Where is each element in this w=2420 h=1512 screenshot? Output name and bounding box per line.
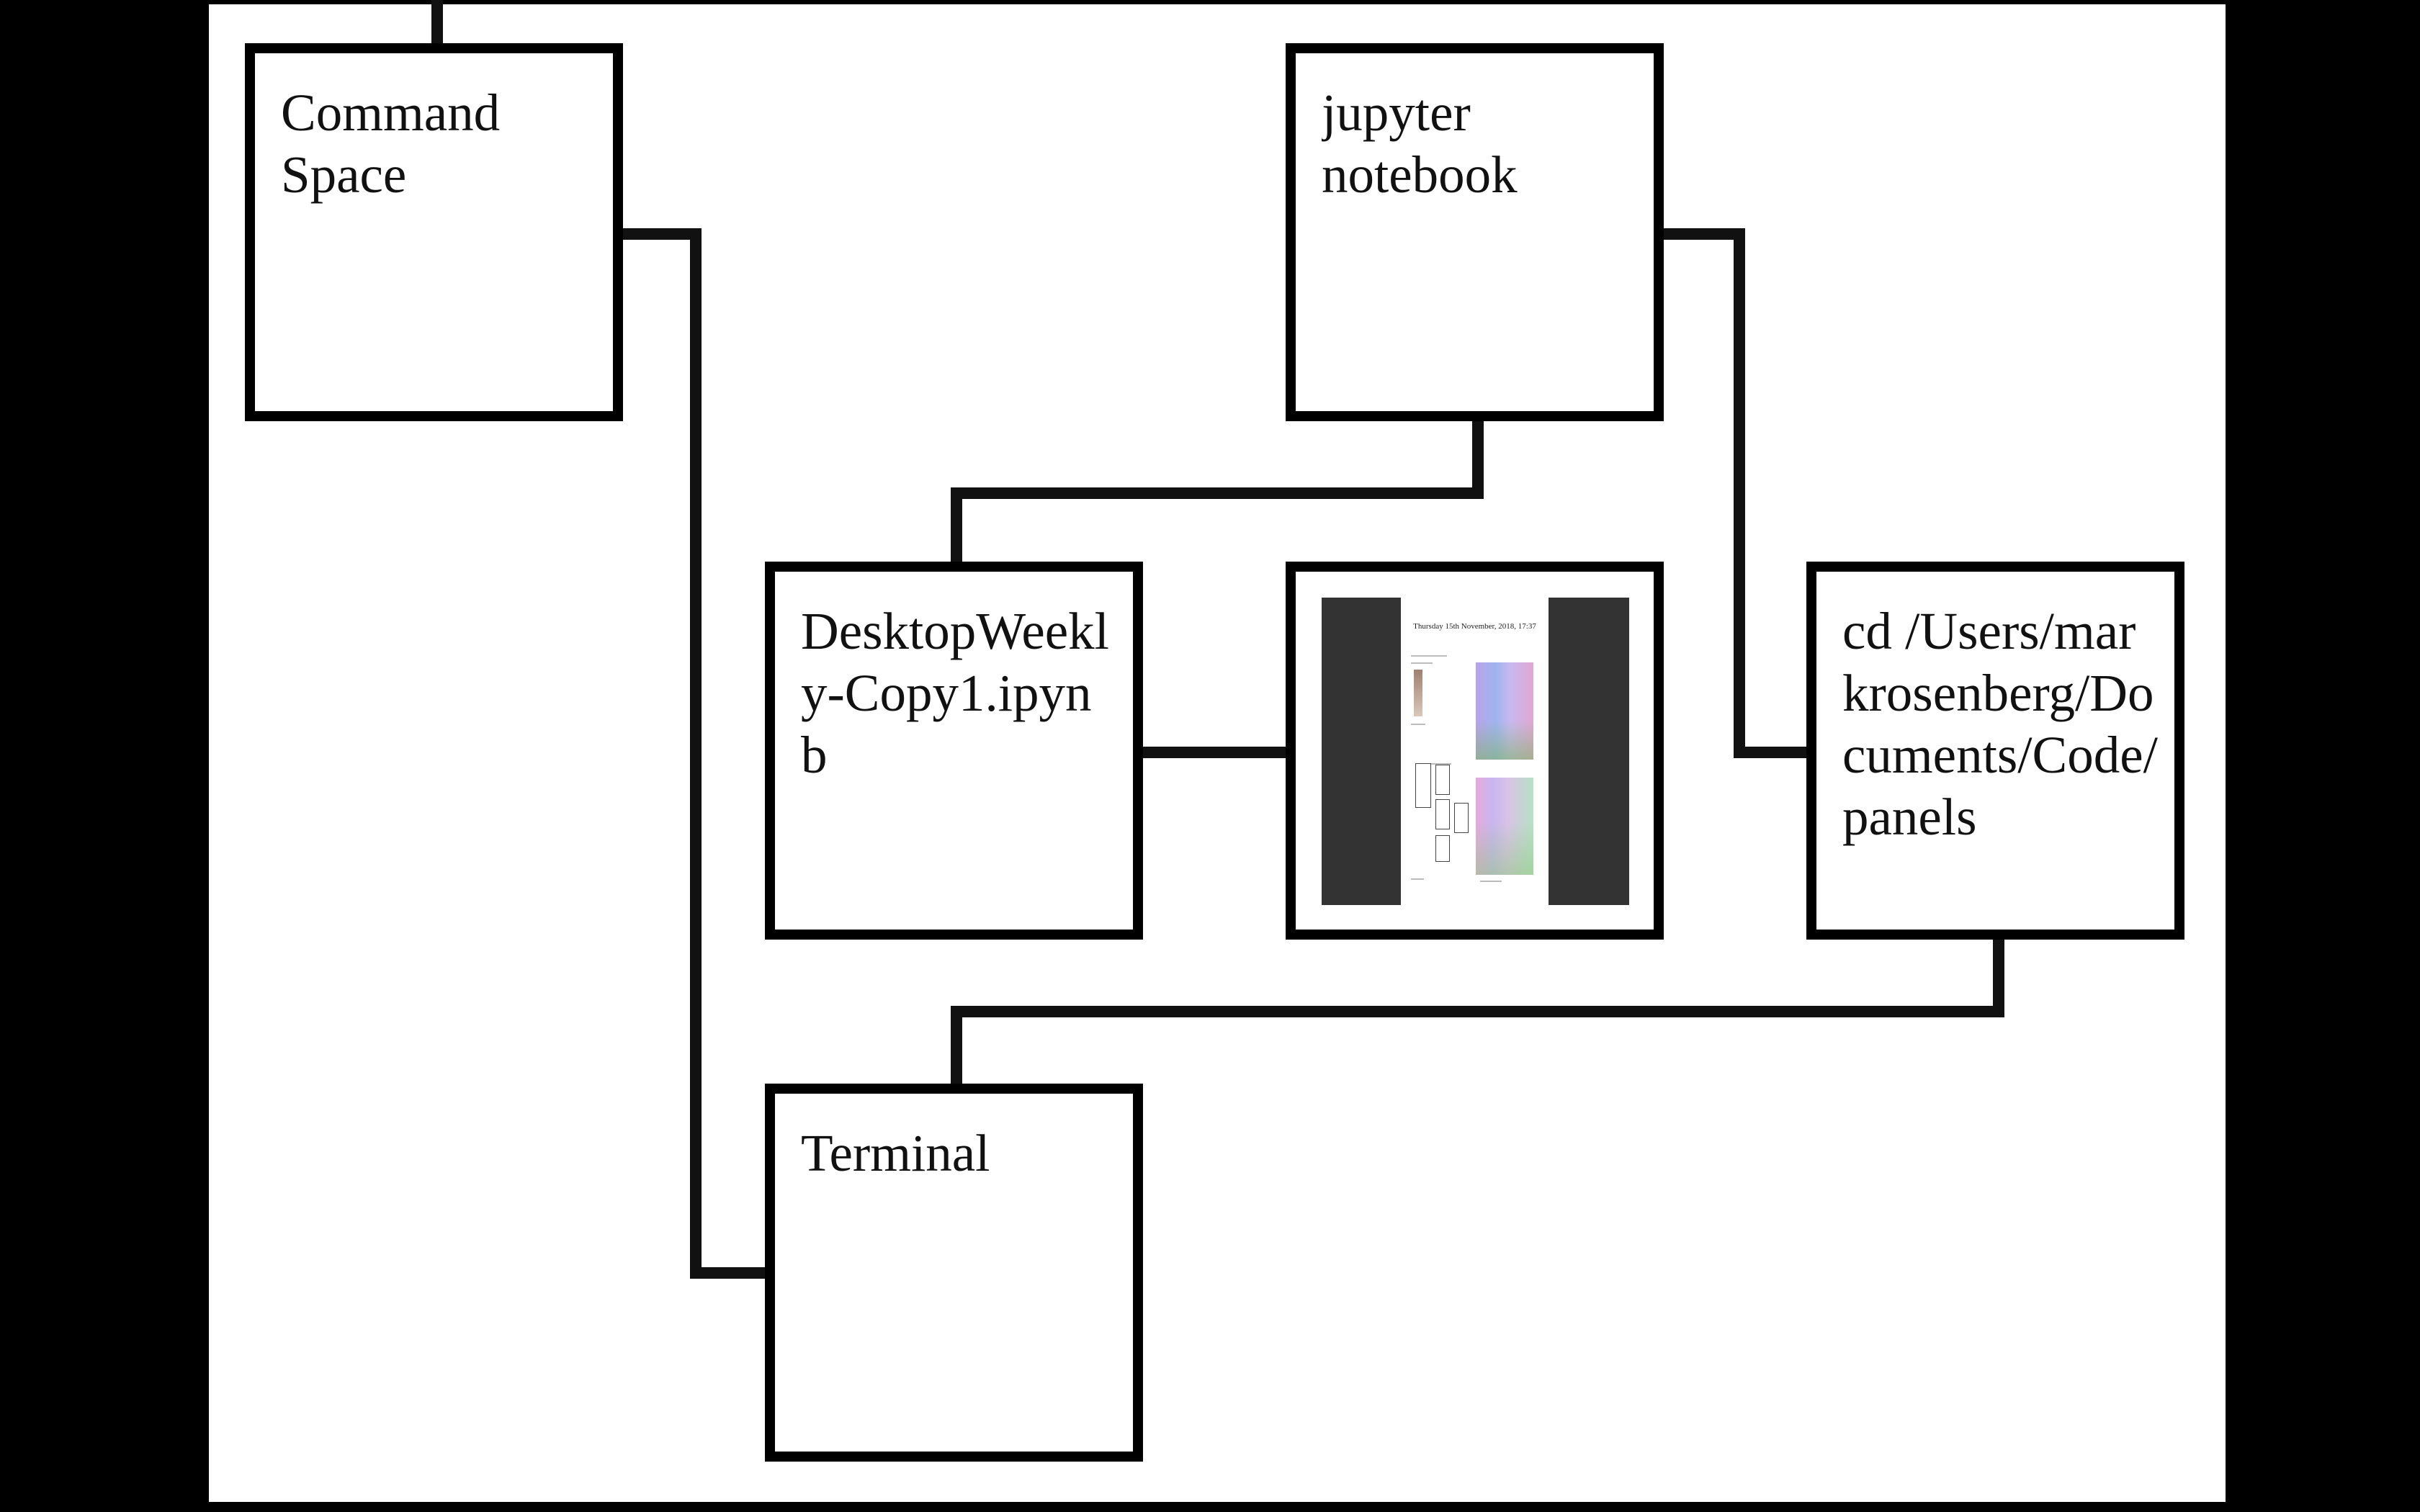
node-notebook-preview[interactable]: Thursday 15th November, 2018, 17:37 (1286, 562, 1664, 940)
node-terminal[interactable]: Terminal (765, 1084, 1143, 1462)
node-label-command-space: Command Space (281, 84, 501, 204)
preview-mini-diagram-box (1454, 803, 1469, 833)
preview-text-line (1411, 724, 1425, 725)
preview-text-line (1430, 763, 1451, 765)
notebook-preview-thumbnail: Thursday 15th November, 2018, 17:37 (1322, 598, 1629, 905)
preview-page-heading: Thursday 15th November, 2018, 17:37 (1413, 622, 1536, 631)
edge-command-space-to-terminal (621, 228, 771, 1279)
preview-mini-diagram-box (1435, 799, 1450, 829)
preview-text-line (1480, 881, 1502, 882)
node-label-notebook-file: DesktopWeekly-Copy1.ipynb (801, 602, 1109, 784)
node-label-cd-path: cd /Users/markrosenberg/Documents/Code/p… (1842, 602, 2158, 846)
preview-mini-diagram-box (1435, 765, 1450, 795)
preview-mosaic-image (1476, 662, 1533, 760)
node-jupyter-notebook[interactable]: jupyter notebook (1286, 43, 1664, 421)
preview-text-line (1411, 878, 1424, 880)
preview-mini-diagram-box (1435, 835, 1450, 862)
preview-page: Thursday 15th November, 2018, 17:37 (1401, 598, 1549, 905)
node-label-jupyter-notebook: jupyter notebook (1322, 84, 1518, 204)
edge-cd-path-to-terminal (951, 934, 2004, 1089)
edge-jupyter-to-notebook-file (951, 415, 1484, 567)
preview-image-strip (1414, 670, 1422, 716)
node-command-space[interactable]: Command Space (245, 43, 623, 421)
preview-mosaic-image (1476, 778, 1533, 875)
preview-text-line (1411, 655, 1447, 657)
preview-mini-diagram-box (1415, 763, 1431, 808)
node-cd-path[interactable]: cd /Users/markrosenberg/Documents/Code/p… (1806, 562, 2184, 940)
node-notebook-file[interactable]: DesktopWeekly-Copy1.ipynb (765, 562, 1143, 940)
edge-jupyter-to-cd-path (1664, 228, 1812, 758)
node-label-terminal: Terminal (801, 1124, 990, 1182)
preview-text-line (1411, 662, 1433, 664)
